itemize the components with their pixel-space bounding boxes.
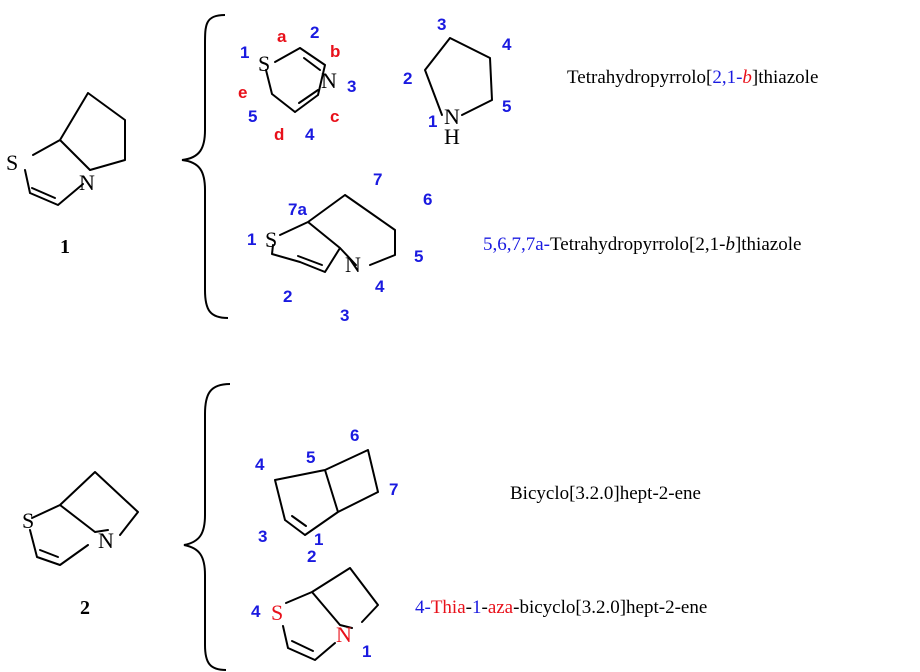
thiazole-nitrogen: N	[321, 68, 337, 93]
bond-letter-b: b	[330, 42, 340, 61]
pyrrolidine-locant-2: 2	[403, 69, 412, 88]
bond-letter-c: c	[330, 107, 339, 126]
fused-bicycle-fragment: S N 1 2 3 4 5 6 7 7a	[247, 170, 432, 325]
pyrrolidine-locant-5: 5	[502, 97, 511, 116]
bicyclo-locant-2: 2	[307, 547, 316, 566]
compound-2-label: 2	[80, 597, 90, 619]
bicyclo-locant-6: 6	[350, 426, 359, 445]
bond-letter-a: a	[277, 27, 287, 46]
name-5-6-7-7a-tetrahydropyrrolo-thiazole: 5,6,7,7a-Tetrahydropyrrolo[2,1-b]thiazol…	[483, 234, 801, 255]
thiazole-locant-5: 5	[248, 107, 257, 126]
name-bicyclo-hept-2-ene: Bicyclo[3.2.0]hept-2-ene	[510, 483, 701, 504]
compound-2-nitrogen: N	[98, 528, 114, 553]
compound-1-label: 1	[60, 236, 70, 258]
thia-aza-bicyclo-fragment: S N 1 4	[251, 567, 379, 661]
bond-letter-d: d	[274, 125, 284, 144]
pyrrolidine-locant-1: 1	[428, 112, 437, 131]
pyrrolidine-locant-3: 3	[437, 15, 446, 34]
bicyclo-locant-1: 1	[314, 530, 323, 549]
pyrrolidine-hydrogen: H	[444, 124, 460, 149]
pyrrolidine-nitrogen: N	[444, 104, 460, 129]
brace-2	[183, 383, 231, 671]
brace-1	[181, 14, 229, 319]
bicyclo-locant-7: 7	[389, 480, 398, 499]
thiazole-locant-1: 1	[240, 43, 249, 62]
thiazole-locant-2: 2	[310, 23, 319, 42]
thiazole-locant-3: 3	[347, 77, 356, 96]
pyrrolidine-fragment: N H 1 2 3 4 5	[403, 15, 512, 149]
bicycloheptene-fragment: 1 2 3 4 5 6 7	[255, 426, 398, 566]
thia-aza-locant-4: 4	[251, 602, 261, 621]
fused-sulfur: S	[265, 227, 277, 252]
pyrrolidine-locant-4: 4	[502, 35, 512, 54]
compound-2-structure: S N 2	[22, 471, 139, 619]
bond-letter-e: e	[238, 83, 247, 102]
fused-nitrogen: N	[345, 252, 361, 277]
fused-locant-6: 6	[423, 190, 432, 209]
fused-locant-3: 3	[340, 306, 349, 325]
thia-aza-sulfur: S	[271, 600, 283, 625]
nitrogen-atom: N	[79, 170, 95, 195]
bicyclo-locant-4: 4	[255, 455, 265, 474]
bicyclo-locant-5: 5	[306, 448, 315, 467]
fused-locant-7: 7	[373, 170, 382, 189]
fused-locant-4: 4	[375, 277, 385, 296]
thiazole-fragment: S N 1 2 3 4 5 a b c d e	[238, 23, 356, 144]
thiazole-sulfur: S	[258, 51, 270, 76]
fused-locant-2: 2	[283, 287, 292, 306]
fused-locant-5: 5	[414, 247, 423, 266]
bicyclo-locant-3: 3	[258, 527, 267, 546]
sulfur-atom: S	[6, 150, 18, 175]
fused-locant-7a: 7a	[288, 200, 307, 219]
compound-2-sulfur: S	[22, 508, 34, 533]
thia-aza-nitrogen: N	[336, 622, 352, 647]
fused-locant-1: 1	[247, 230, 256, 249]
compound-1-structure: S N 1	[6, 92, 126, 258]
thiazole-locant-4: 4	[305, 125, 315, 144]
name-4-thia-1-aza-bicyclo-hept-2-ene: 4-Thia-1-aza-bicyclo[3.2.0]hept-2-ene	[415, 597, 707, 618]
thia-aza-locant-1: 1	[362, 642, 371, 661]
name-tetrahydropyrrolo-thiazole: Tetrahydropyrrolo[2,1-b]thiazole	[567, 67, 818, 88]
